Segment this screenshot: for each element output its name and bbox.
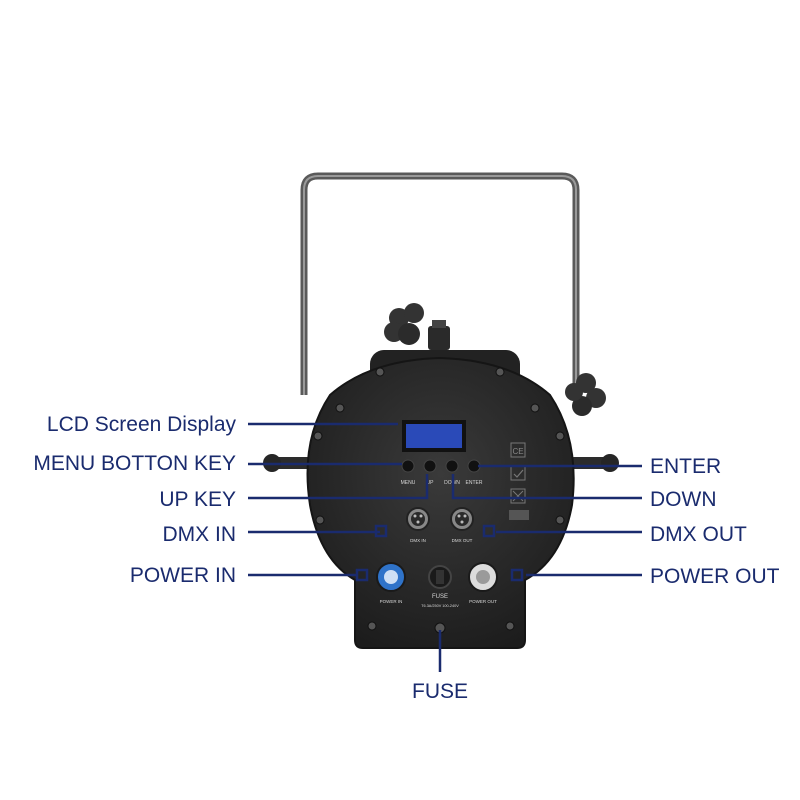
panel-label-ce: CE [512,447,523,456]
callout-dmx-in: DMX IN [162,523,237,546]
callout-up-key: UP KEY [159,488,236,511]
callout-dmx-out: DMX OUT [650,523,747,546]
panel-label-up: UP [427,480,435,486]
callout-fuse: FUSE [412,680,469,703]
panel-label-dmx-in: DMX IN [410,538,426,543]
callout-menu-button-key: MENU BOTTON KEY [33,452,236,475]
top-tilt-knob-icon [384,303,450,350]
callout-markers [355,524,524,582]
callout-enter: ENTER [650,455,722,478]
dmx-out-connector-icon [450,507,474,531]
callout-down: DOWN [650,488,717,511]
fixture-body [306,356,575,649]
panel-label-dmx-out: DMX OUT [452,538,473,543]
power-out-connector-icon [468,562,498,592]
right-tilt-knob-icon [565,373,606,416]
dmx-in-connector-icon [406,507,430,531]
leader-lines [248,422,642,672]
panel-label-fuse-rating: T6.3A/250V 100-240V [421,604,459,608]
control-buttons [401,459,481,473]
panel-label-fuse: FUSE [432,594,448,600]
callout-power-in: POWER IN [129,564,236,587]
panel-label-power-in: POWER IN [380,599,403,604]
panel-label-power-out: POWER OUT [469,599,497,604]
panel-label-menu: MENU [401,480,416,486]
body-screws [313,367,565,634]
power-in-connector-icon [376,562,406,592]
fuse-holder-icon [428,565,452,589]
panel-label-enter: ENTER [466,480,483,486]
right-handle-icon [570,454,619,472]
callout-power-out: POWER OUT [650,565,780,588]
callout-lcd-screen-display: LCD Screen Display [46,413,236,436]
lcd-screen [406,424,462,448]
